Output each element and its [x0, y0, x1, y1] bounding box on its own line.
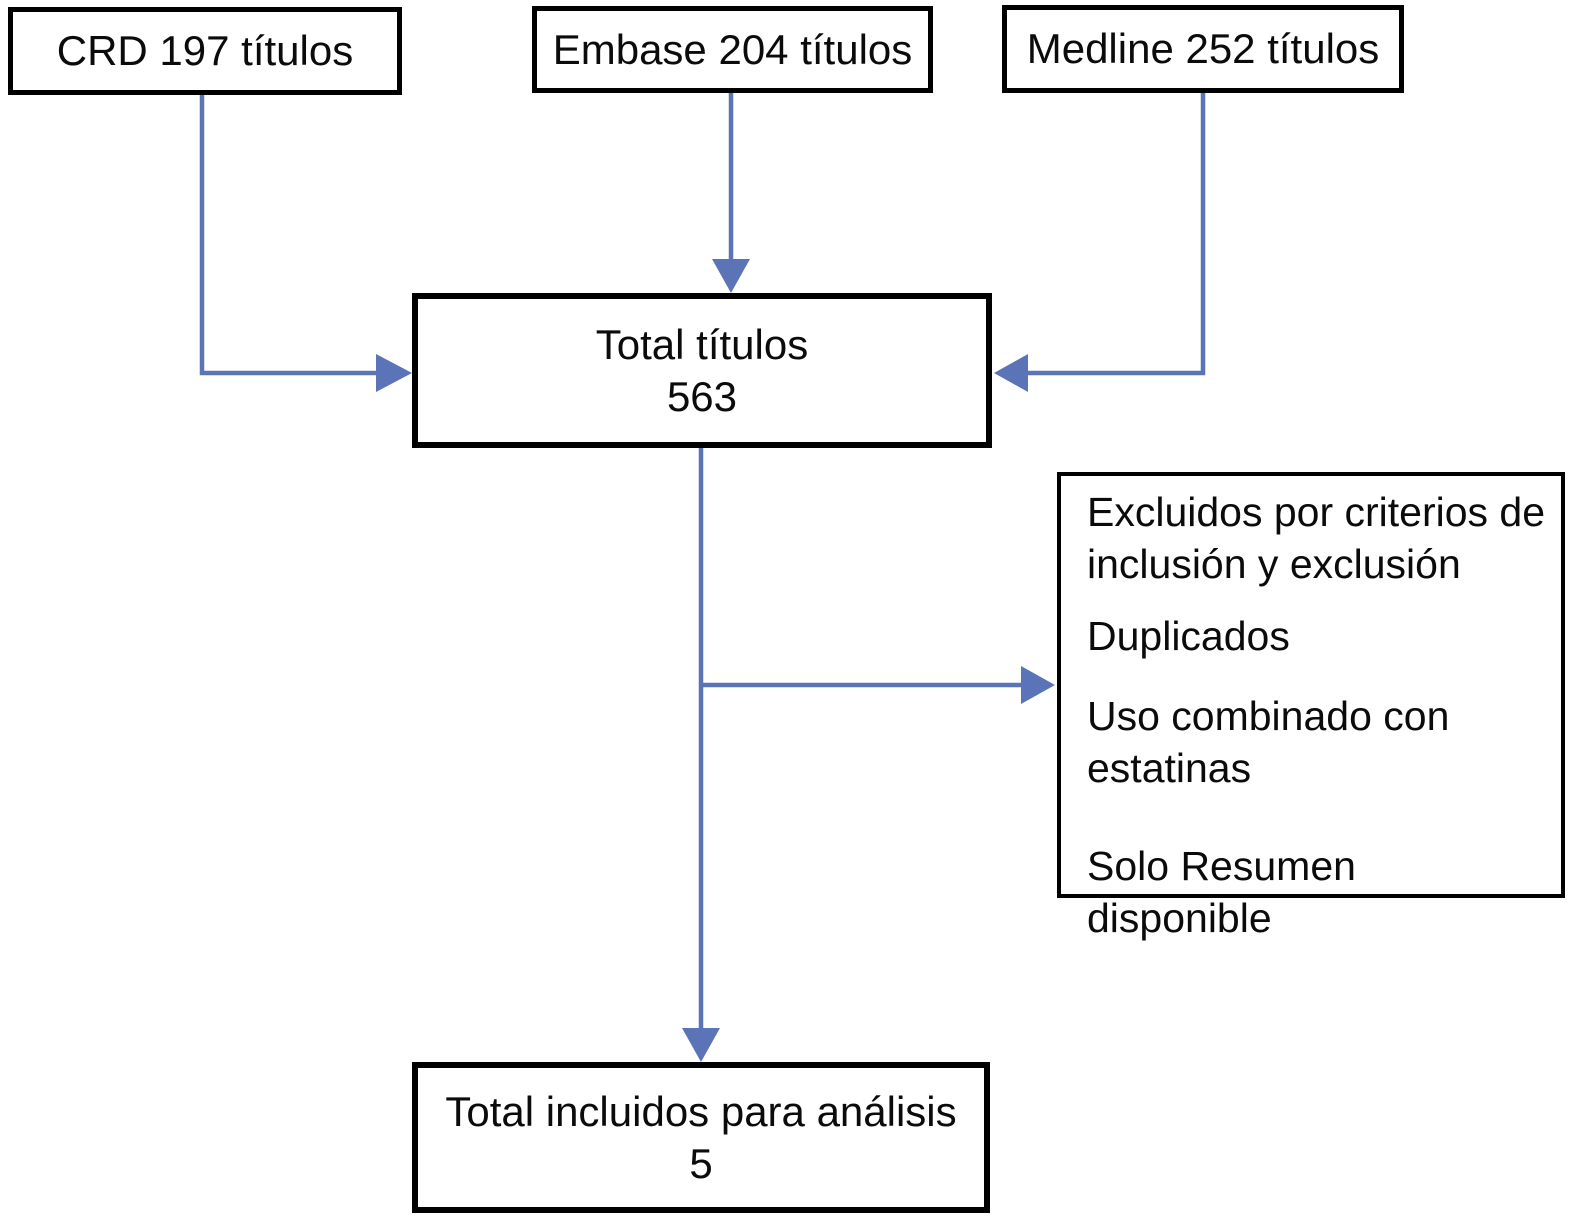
included-for-analysis-box: Total incluidos para análisis 5 [412, 1062, 990, 1213]
source-box-crd-label: CRD 197 títulos [56, 27, 354, 74]
arrowhead-total-to-included [682, 1028, 720, 1062]
exclusion-criteria-box: Excluidos por criterios de inclusión y e… [1057, 472, 1565, 941]
included-for-analysis-label: Total incluidos para análisis [445, 1087, 957, 1135]
exclusion-item-duplicates: Duplicados [1087, 613, 1290, 659]
connector-medline-to-total [1026, 93, 1206, 376]
total-titles-box: Total títulos 563 [412, 293, 992, 448]
exclusion-item-abstract-only: Solo Resumen disponible [1087, 843, 1356, 941]
source-box-embase: Embase 204 títulos [532, 6, 933, 93]
arrowhead-total-to-exclusions [1021, 666, 1055, 704]
arrowhead-embase-to-total [712, 259, 750, 293]
arrowhead-crd-to-total [376, 354, 412, 392]
source-box-medline: Medline 252 títulos [1002, 5, 1404, 93]
connector-crd-to-total [199, 95, 378, 376]
total-titles-value: 563 [666, 372, 738, 420]
arrowhead-medline-to-total [994, 354, 1028, 392]
total-titles-label: Total títulos [595, 320, 809, 368]
exclusion-item-statins: Uso combinado con estatinas [1087, 693, 1450, 791]
source-box-medline-label: Medline 252 títulos [1026, 25, 1380, 72]
exclusion-item-criteria: Excluidos por criterios de inclusión y e… [1087, 489, 1546, 587]
source-box-embase-label: Embase 204 títulos [552, 25, 913, 73]
source-box-crd: CRD 197 títulos [8, 7, 402, 95]
included-for-analysis-value: 5 [689, 1139, 713, 1187]
